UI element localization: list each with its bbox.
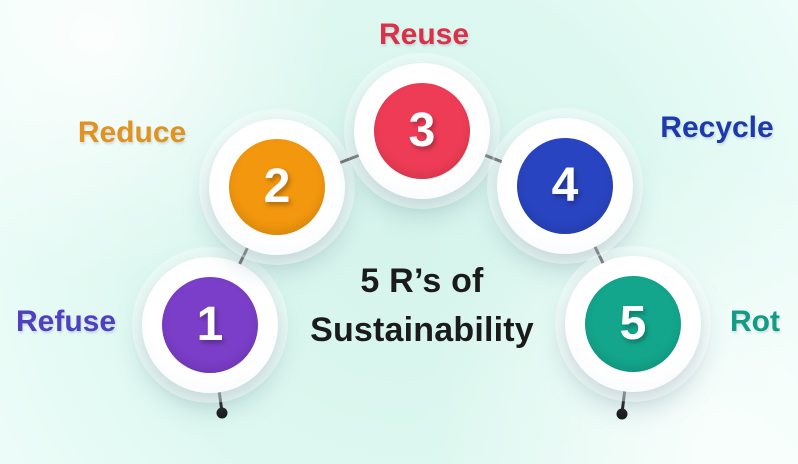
step-node-reuse: 3 bbox=[354, 63, 490, 199]
step-node-rot: 5 bbox=[565, 256, 701, 392]
step-node-recycle: 4 bbox=[497, 118, 633, 254]
label-reuse: Reuse bbox=[378, 18, 470, 51]
step-node-refuse: 1 bbox=[142, 257, 278, 393]
node-ring: 3 bbox=[354, 63, 490, 199]
node-circle-reduce: 2 bbox=[229, 139, 325, 235]
step-number: 5 bbox=[619, 297, 647, 350]
label-reduce: Reduce bbox=[77, 116, 187, 149]
node-circle-recycle: 4 bbox=[517, 138, 613, 234]
node-circle-reuse: 3 bbox=[374, 83, 470, 179]
label-refuse: Refuse bbox=[15, 305, 117, 338]
step-number: 1 bbox=[196, 298, 224, 351]
label-recycle: Recycle bbox=[660, 111, 774, 144]
title-line2: Sustainability bbox=[310, 311, 534, 349]
page-title: 5 R’s of Sustainability bbox=[310, 257, 534, 355]
title-line1: 5 R’s of bbox=[360, 262, 484, 300]
node-ring: 2 bbox=[209, 119, 345, 255]
label-rot: Rot bbox=[730, 305, 780, 338]
step-number: 4 bbox=[551, 159, 579, 212]
step-number: 2 bbox=[263, 160, 291, 213]
node-ring: 4 bbox=[497, 118, 633, 254]
tail-dot-left bbox=[216, 407, 228, 419]
node-circle-rot: 5 bbox=[585, 276, 681, 372]
node-circle-refuse: 1 bbox=[162, 277, 258, 373]
node-ring: 5 bbox=[565, 256, 701, 392]
tail-dot-right bbox=[616, 408, 628, 420]
step-number: 3 bbox=[408, 104, 436, 157]
step-node-reduce: 2 bbox=[209, 119, 345, 255]
node-ring: 1 bbox=[142, 257, 278, 393]
